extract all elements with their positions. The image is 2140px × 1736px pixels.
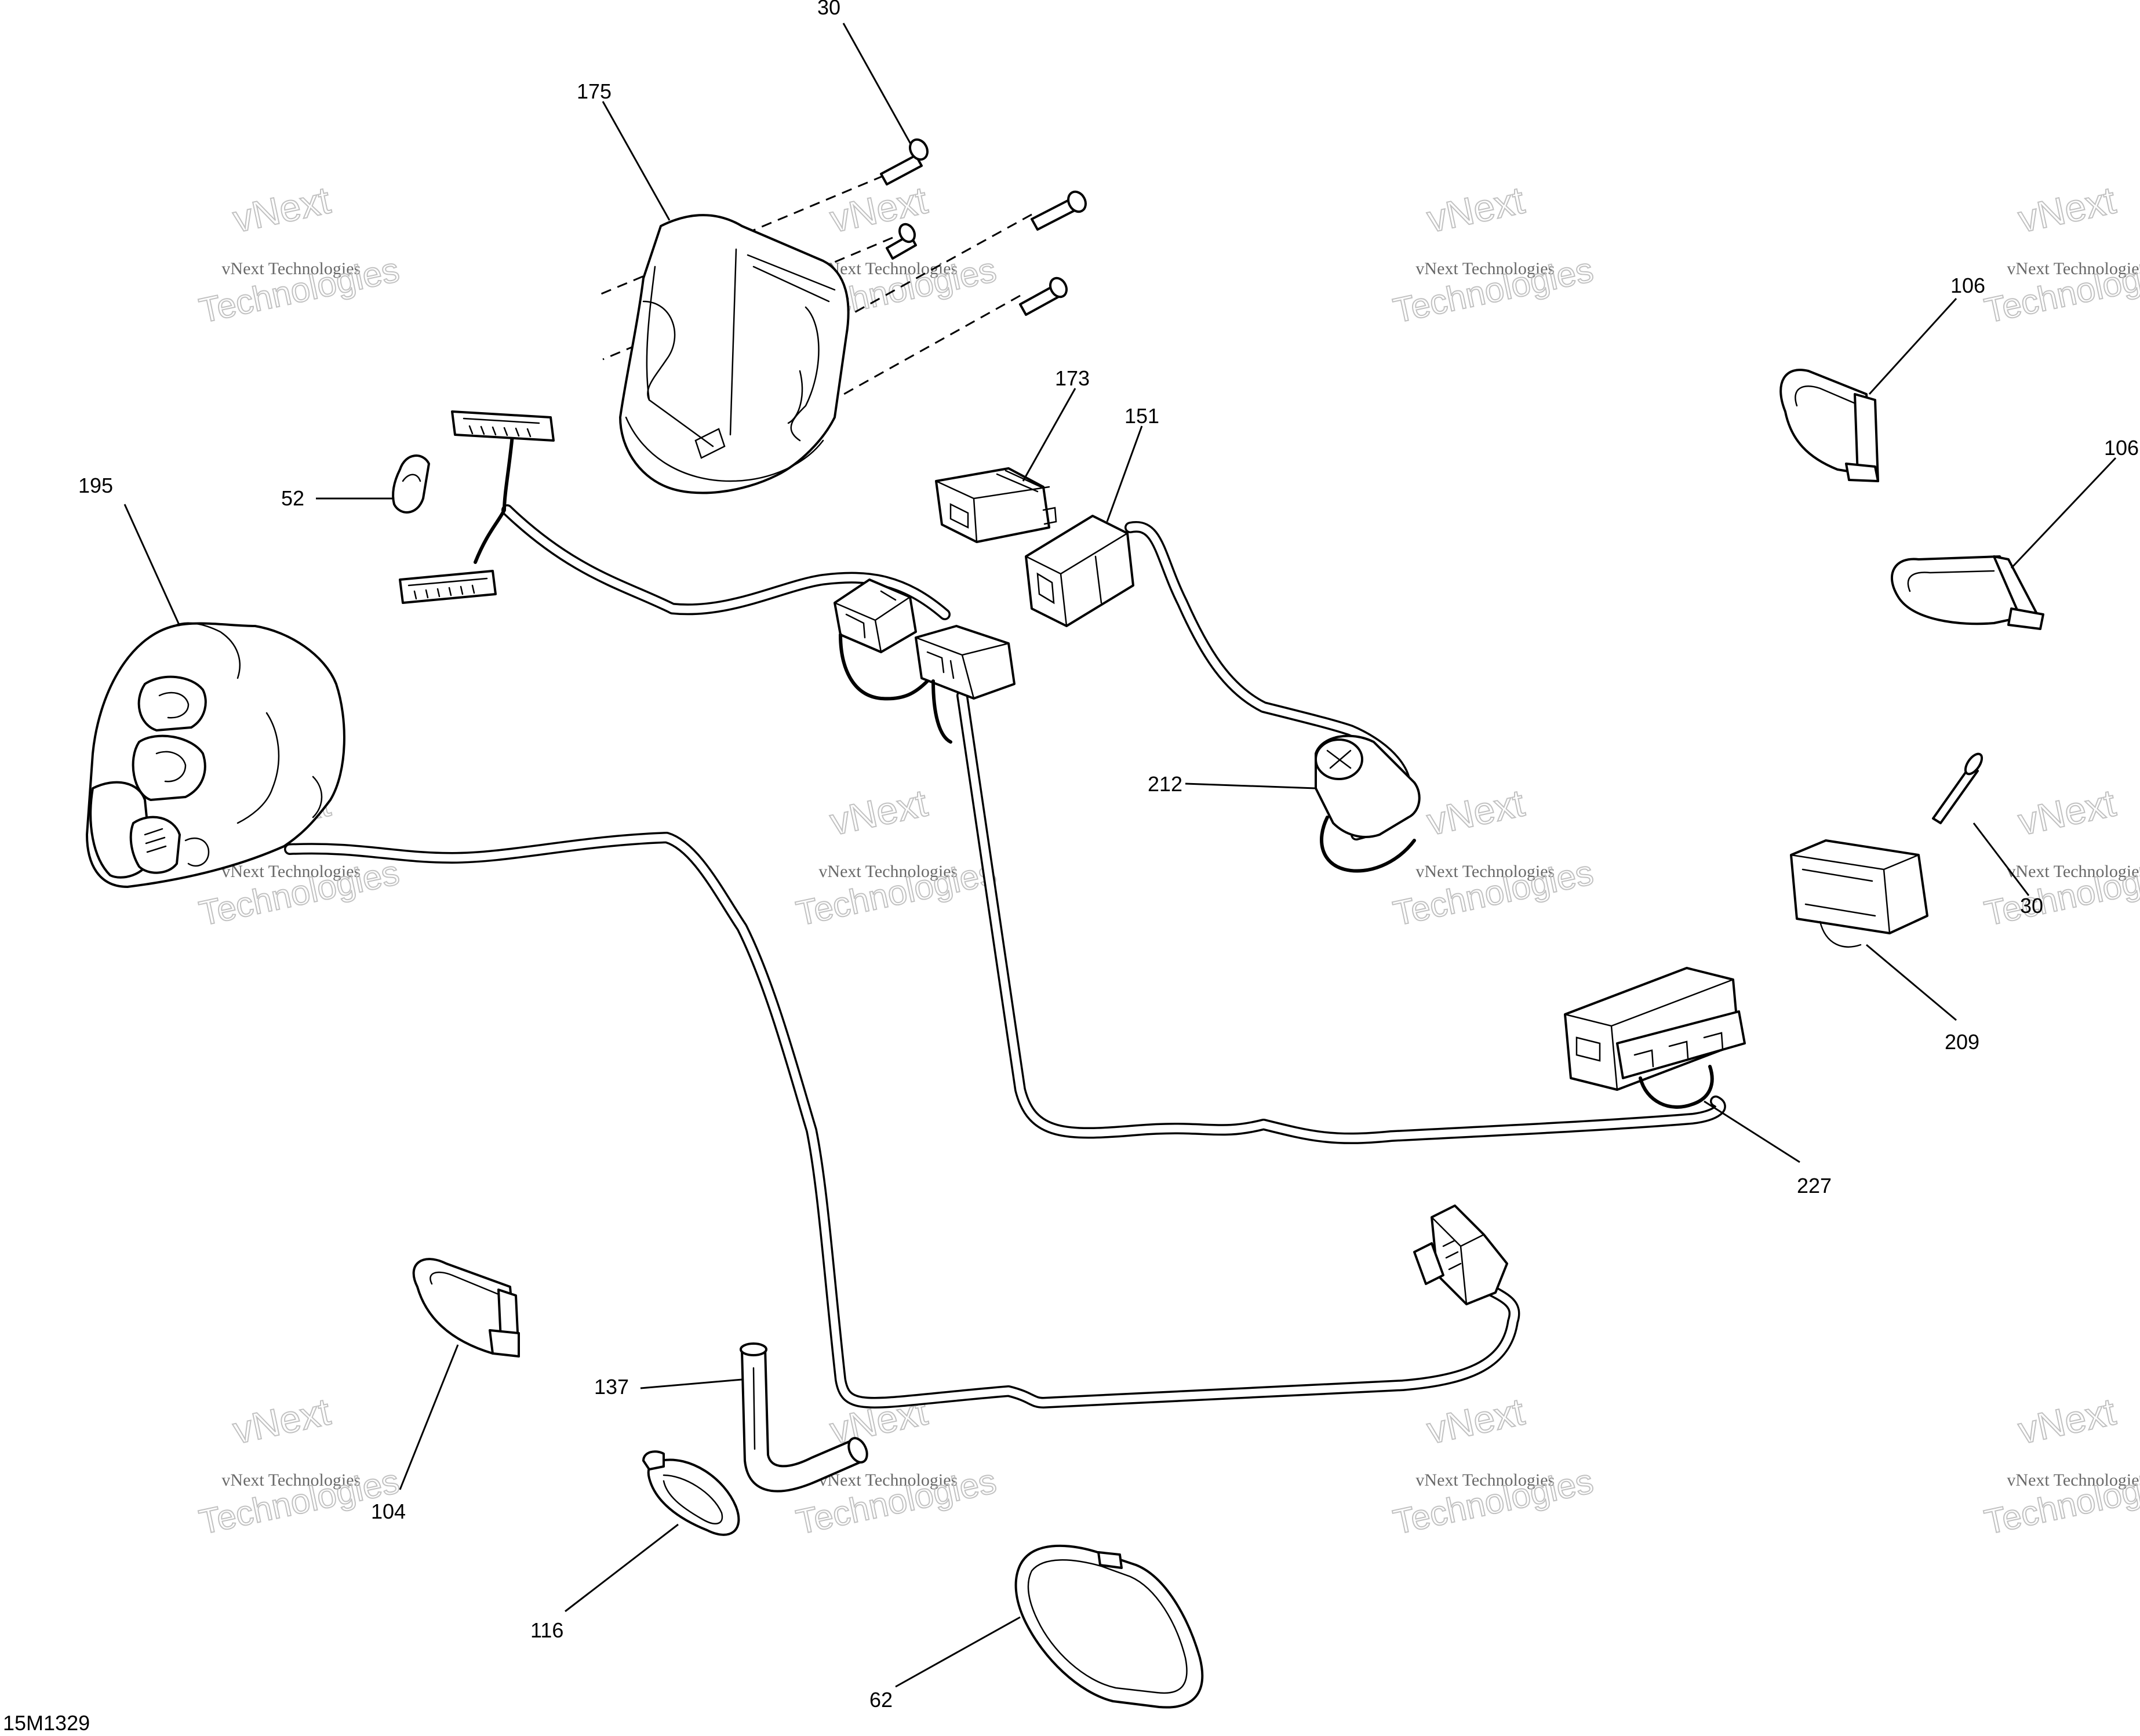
watermark-text: vNext [1424,1390,1528,1452]
watermark-text: vNext [1424,781,1528,843]
module-harness-wire-inner [958,692,1724,1142]
screw-30-right [1932,752,1983,824]
sensor-connector [1413,1204,1508,1305]
leader-227 [1704,1100,1800,1163]
watermark-text: vNext Technologies [1415,1471,1555,1490]
callout-195: 195 [78,474,113,497]
switch-housing-195 [86,622,345,888]
module-227 [1564,967,1746,1109]
clip-52 [392,454,430,514]
leader-175 [602,101,671,221]
callout-30-top: 30 [817,0,840,19]
watermark-text: vNext [2015,1390,2119,1452]
callout-labels: 30 175 106 106 173 151 52 195 212 30 209… [78,0,2139,1712]
watermark-text: vNext [2015,179,2119,241]
clamp-106-lower [1891,555,2044,630]
callout-209: 209 [1945,1030,1979,1054]
switch-harness-wire-inner [286,834,1518,1407]
watermark-text: vNext [827,179,931,241]
leader-116 [565,1523,679,1613]
watermark: vNext vNext Technologies Technologies [1981,178,2140,331]
watermark-text: vNext Technologies [1415,862,1555,881]
watermark-text: vNext Technologies [818,1471,958,1490]
callout-212: 212 [1148,772,1182,796]
leader-137 [640,1378,743,1389]
leader-151 [1106,425,1143,522]
leader-173 [1022,388,1076,482]
watermark-text: vNext [2015,781,2119,843]
callout-173: 173 [1055,366,1090,390]
watermark-text: vNext Technologies [1415,259,1555,278]
callout-52: 52 [281,486,304,510]
watermark-text: vNext Technologies [2007,1471,2140,1490]
watermark-text: vNext Technologies [221,259,361,278]
watermark: vNext vNext Technologies Technologies [195,178,403,331]
callout-106-b: 106 [2104,436,2139,460]
leader-30-right [1972,822,2030,896]
watermark: vNext vNext Technologies Technologies [1981,1389,2140,1542]
watermark-text: vNext [827,781,931,843]
connector-212 [1315,734,1421,873]
leader-30-top [842,23,912,145]
callout-106-a: 106 [1950,274,1985,297]
callout-104: 104 [371,1500,406,1523]
screw-30-upper [880,138,1087,316]
callout-175: 175 [577,79,612,103]
leader-195 [123,504,181,627]
gasket-62 [1014,1544,1204,1709]
watermark-text: vNext [230,179,334,241]
ribbon-pigtail-wire [474,427,515,564]
harness-wires [284,427,1726,1409]
watermark: vNext vNext Technologies Technologies [1389,178,1597,331]
watermark: vNext vNext Technologies Technologies [195,1389,403,1542]
tube-137 [740,1342,868,1493]
housing-175 [619,214,850,494]
clamp-104 [412,1258,520,1357]
assembly-line [822,294,1021,407]
watermark-text: vNext Technologies [2007,259,2140,278]
leader-212 [1185,783,1316,789]
callout-116: 116 [530,1618,563,1642]
clamp-106-upper [1779,369,1879,482]
twin-connector [834,578,1016,744]
ribbon-connector-lower [399,570,497,604]
callout-30-right: 30 [2020,894,2043,918]
connector-151 [1025,515,1134,627]
watermark-text: vNext Technologies [2007,862,2140,881]
watermark: vNext vNext Technologies Technologies [792,781,1000,934]
leader-209 [1866,944,1957,1021]
watermark-text: vNext [230,1390,334,1452]
leader-106-b [2010,457,2117,569]
watermark-text: vNext Technologies [818,862,958,881]
ring-116 [642,1450,740,1536]
callout-151: 151 [1124,404,1159,428]
watermark-text: vNext Technologies [221,1471,361,1490]
leader-104 [399,1344,459,1490]
leader-106-a [1868,297,1957,395]
block-209 [1790,839,1928,948]
figure-id: 15M1329 [3,1711,90,1735]
watermark-text: vNext Technologies [221,862,361,881]
watermark: vNext vNext Technologies Technologies [1981,781,2140,934]
watermark: vNext vNext Technologies Technologies [1389,1389,1597,1542]
callout-227: 227 [1797,1174,1832,1198]
upper-harness-wire-inner [503,506,949,618]
watermark-text: vNext [1424,179,1528,241]
callout-62: 62 [869,1688,893,1712]
callout-137: 137 [594,1375,629,1399]
leader-62 [895,1616,1021,1688]
ribbon-connector-upper [451,410,555,442]
connector-173 [935,467,1057,543]
leader-lines [123,23,2117,1688]
